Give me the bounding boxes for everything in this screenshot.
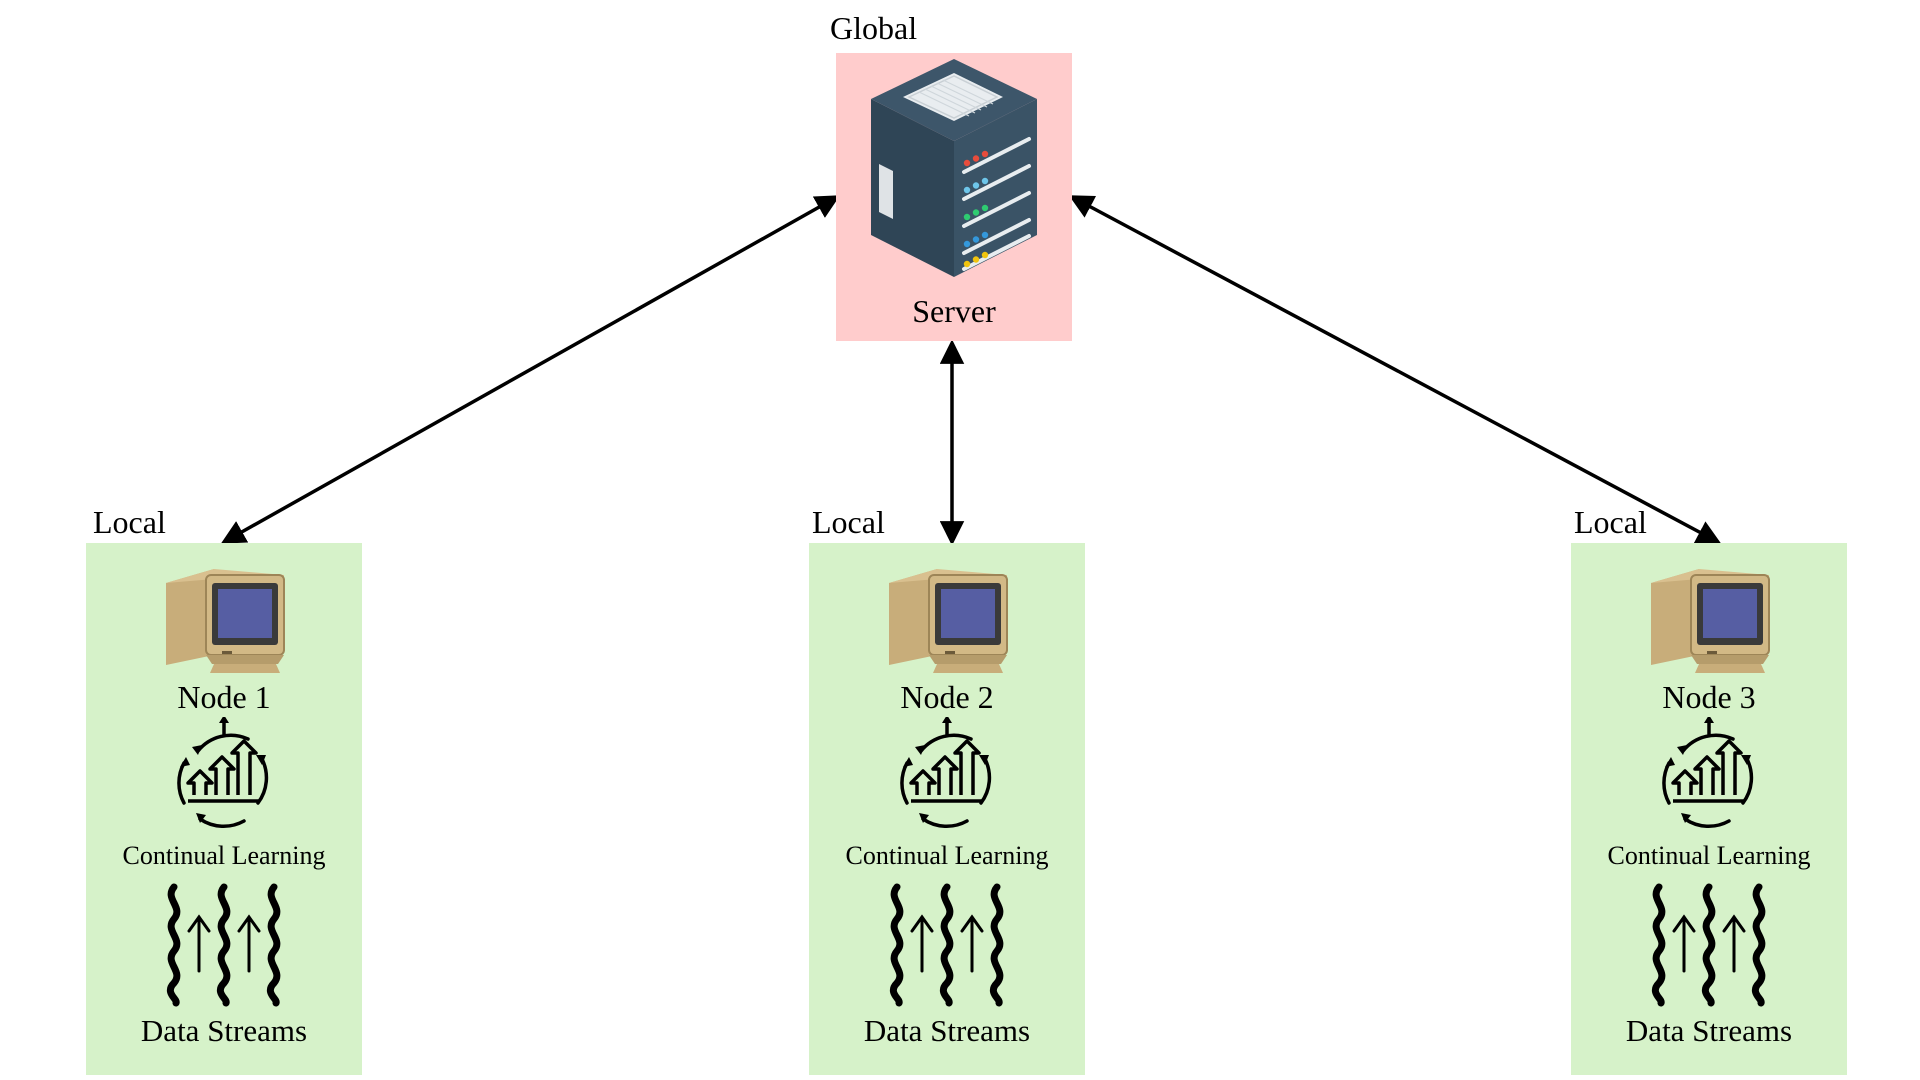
desktop-computer-icon: [1651, 569, 1770, 673]
cycle-growth-arrows-icon: [900, 717, 992, 829]
local-region-label-1: Local: [93, 504, 166, 540]
local-region-label-3: Local: [1574, 504, 1647, 540]
data-streams-label: Data Streams: [863, 1013, 1031, 1048]
node-box-2[interactable]: Node 2 Continual Learning: [809, 543, 1085, 1075]
node-title: Node 1: [177, 679, 271, 715]
node-title: Node 2: [900, 679, 994, 715]
wavy-stream-arrows-icon: [166, 883, 281, 1007]
cycle-growth-arrows-icon: [1662, 717, 1754, 829]
server-label: Server: [912, 293, 996, 329]
continual-learning-label: Continual Learning: [845, 841, 1049, 870]
server-box[interactable]: Server: [836, 53, 1072, 341]
edge-server-node-3: [1068, 195, 1722, 544]
data-streams-label: Data Streams: [140, 1013, 308, 1048]
global-region-label: Global: [830, 10, 918, 46]
continual-learning-label: Continual Learning: [1607, 841, 1811, 870]
wavy-stream-arrows-icon: [1651, 883, 1766, 1007]
desktop-computer-icon: [166, 569, 285, 673]
edge-server-node-1: [220, 195, 841, 544]
server-rack-icon: [871, 59, 1037, 277]
data-streams-label: Data Streams: [1625, 1013, 1793, 1048]
cycle-growth-arrows-icon: [177, 717, 269, 829]
node-title: Node 3: [1662, 679, 1756, 715]
node-box-1[interactable]: Node 1 Continual Learning: [86, 543, 362, 1075]
node-box-3[interactable]: Node 3 Continual Learning: [1571, 543, 1847, 1075]
wavy-stream-arrows-icon: [889, 883, 1004, 1007]
desktop-computer-icon: [889, 569, 1008, 673]
local-region-label-2: Local: [812, 504, 885, 540]
continual-learning-label: Continual Learning: [122, 841, 326, 870]
